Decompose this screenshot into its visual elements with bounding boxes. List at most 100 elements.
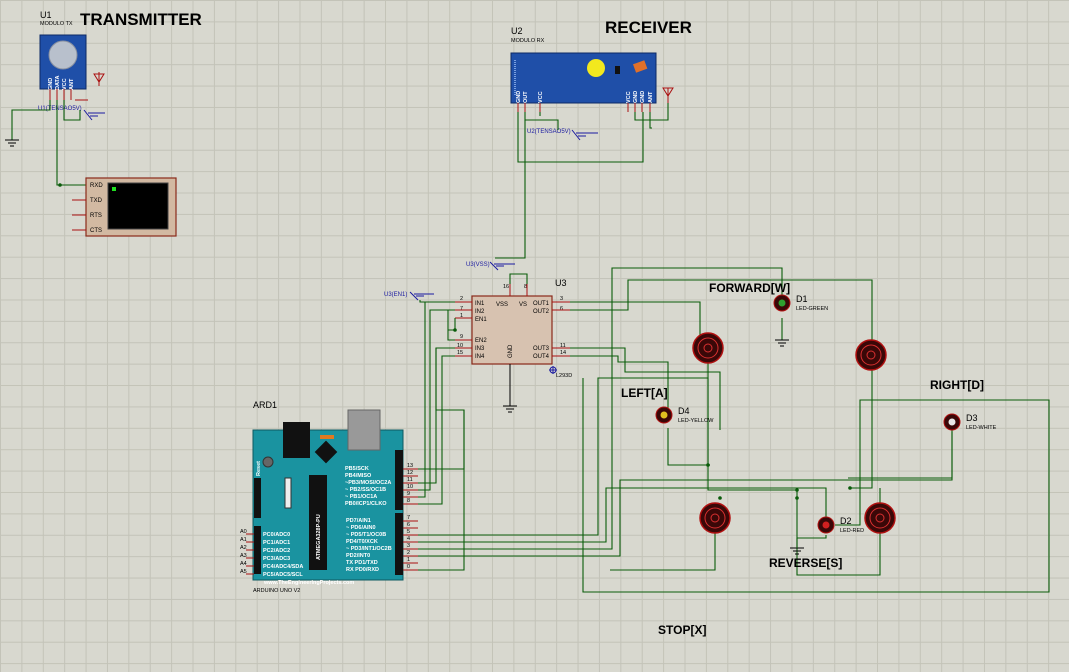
u1-part: MODULO TX	[40, 21, 73, 27]
u3-label-in3: IN3	[475, 346, 485, 352]
ard1-a5-num: A5	[240, 569, 247, 575]
motor-1-ring	[697, 337, 719, 359]
ard1-d4-label: PD4/T0/XCK	[346, 539, 378, 545]
u3-label-vss: VSS	[496, 302, 508, 308]
motor-4-body	[864, 502, 896, 534]
arduino-uno-board[interactable]: ARD1 ARDUINO UNO V2 Reset ATMEGA328P-PU …	[240, 400, 418, 594]
wire-d0-loop	[418, 410, 465, 571]
wire-d10-in2	[418, 309, 448, 491]
led-d4-yellow[interactable]: D4 LED-YELLOW	[655, 406, 714, 424]
ard1-d6-num: 6	[407, 522, 410, 528]
ard1-analog-leads	[246, 533, 254, 575]
motor-3[interactable]	[699, 502, 731, 534]
motor-2[interactable]	[855, 339, 887, 371]
led-d2-red[interactable]: D2 LED-RED	[817, 516, 864, 534]
wire-motor-frame-left	[707, 362, 881, 576]
ard1-d5-label: ~ PD5/T1/OC0B	[346, 532, 386, 538]
wire-left-led-return	[667, 428, 708, 466]
u3-num-vs: 8	[524, 284, 527, 290]
u2-pin-gnd-right-b: GND	[640, 91, 646, 103]
ard1-a2-label: PC2/ADC2	[263, 548, 290, 554]
motor-4-shaft	[875, 513, 885, 523]
motor-1[interactable]	[692, 332, 724, 364]
ard1-a0-num: A0	[240, 529, 247, 535]
ard1-a3-num: A3	[240, 553, 247, 559]
u2-crystal-icon	[587, 59, 605, 77]
led-d4-ref: D4	[678, 406, 690, 416]
u2-ref: U2	[511, 26, 523, 36]
ard1-d4-num: 4	[407, 536, 410, 542]
wire-out4-left-led	[570, 355, 669, 408]
ard1-d9-num: 9	[407, 491, 410, 497]
u1-probe-arrow-icon	[83, 109, 105, 121]
junction-dot	[453, 328, 457, 332]
u3-num-9: 9	[460, 334, 463, 340]
u2-pin-vcc-left: VCC	[538, 91, 544, 103]
u3-l293d-driver[interactable]: U3 VSS VS 16 8 IN1 IN2 EN1 EN2 IN3 IN4 2…	[384, 261, 572, 379]
terminal-cursor	[112, 187, 116, 191]
u1-data-wire	[56, 100, 86, 186]
ard1-digital-high-leads	[403, 468, 418, 505]
u3-num-14: 14	[560, 350, 566, 356]
ard1-regulator-icon	[314, 440, 338, 464]
wire-right-led-return	[848, 432, 953, 479]
ard1-d7-num: 7	[407, 515, 410, 521]
u2-pin-gnd-right-a: GND	[633, 91, 639, 103]
u2-ic-icon	[615, 66, 620, 74]
wire-out3	[570, 347, 721, 430]
led-d1-lens	[778, 299, 786, 307]
u2-antenna-icon	[662, 87, 674, 103]
wire-d9-in1	[418, 301, 455, 498]
ard1-d12-num: 12	[407, 470, 413, 476]
led-d4-lens	[660, 411, 668, 419]
ard1-usb-port	[347, 409, 381, 451]
led-d1-ref: D1	[796, 294, 808, 304]
u3-num-3: 3	[560, 296, 563, 302]
u1-antenna-icon	[75, 72, 105, 101]
u3-origin-ring-icon	[549, 366, 557, 374]
virtual-terminal[interactable]: RXD TXD RTS CTS	[72, 177, 177, 237]
terminal-pin-cts: CTS	[90, 228, 102, 234]
u3-label-en2: EN2	[475, 338, 487, 344]
led-d1-green[interactable]: D1 LED-GREEN	[773, 294, 828, 312]
u3-ground-icon	[503, 364, 517, 413]
u3-right-leads	[552, 301, 570, 357]
motor-4[interactable]	[864, 502, 896, 534]
u1-transmitter-module[interactable]: U1 MODULO TX GND DATA VCC ANT U1(TENSAO5…	[38, 10, 105, 121]
terminal-screen	[107, 182, 169, 230]
reverse-label: REVERSE[S]	[769, 556, 842, 570]
ard1-d1-num: 1	[407, 557, 410, 563]
wire-d5-left-led	[418, 377, 710, 536]
ard1-ref: ARD1	[253, 400, 277, 410]
ard1-a1-num: A1	[240, 537, 247, 543]
u3-body	[471, 295, 553, 365]
ard1-digital-low-leads	[403, 520, 418, 571]
u1-pin-ant: ANT	[69, 78, 75, 90]
transmitter-title: TRANSMITTER	[80, 10, 202, 29]
u2-coil-icon	[632, 60, 648, 73]
ard1-footer: www.TheEngineeringProjects.com	[263, 580, 354, 586]
u3-label-out4: OUT4	[533, 354, 550, 360]
u3-ref: U3	[555, 278, 567, 288]
ard1-d11-num: 11	[407, 477, 413, 483]
u2-receiver-module[interactable]: U2 MODULO RX GND OUT VCC VCC GND GND ANT…	[510, 26, 674, 141]
u3-num-1: 1	[460, 313, 463, 319]
ard1-reset-button[interactable]	[262, 456, 274, 468]
u3-label-in1: IN1	[475, 301, 485, 307]
ard1-d7-label: PD7/AIN1	[346, 518, 371, 524]
left-label: LEFT[A]	[621, 386, 668, 400]
led-d3-white[interactable]: D3 LED-WHITE	[943, 413, 997, 431]
ard1-a0-label: PC0/ADC0	[263, 532, 290, 538]
u3-en1-probe: U3(EN1)	[384, 292, 407, 298]
ard1-chip-label: ATMEGA328P-PU	[316, 514, 322, 560]
u2-pin-out: OUT	[523, 91, 529, 103]
junction-dot	[706, 463, 710, 467]
terminal-pin-rts: RTS	[90, 213, 102, 219]
led-d4-part: LED-YELLOW	[678, 418, 714, 424]
ard1-analog-header	[254, 526, 261, 574]
u2-voltage-probe: U2(TENSAO5V)	[527, 129, 571, 135]
u3-vss-probe: U3(VSS)	[466, 262, 490, 268]
ard1-digital-header-high	[395, 450, 403, 510]
ard1-d0-label: RX PD0/RXD	[346, 567, 379, 573]
